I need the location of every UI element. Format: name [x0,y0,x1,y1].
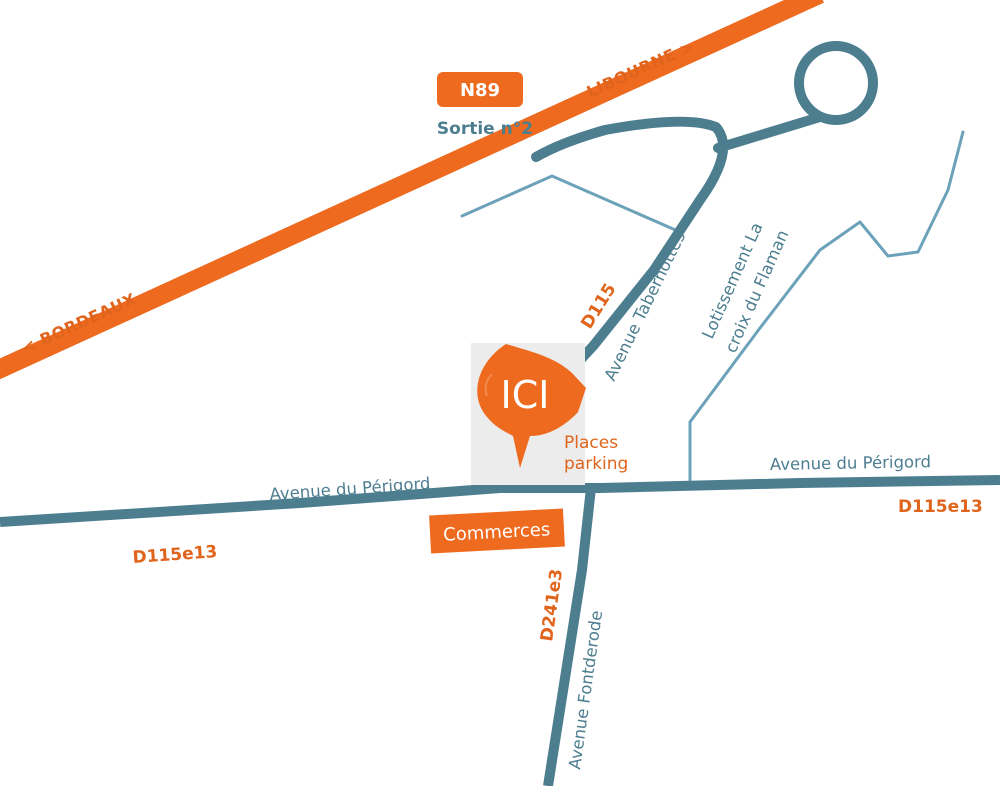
n89-badge [437,72,523,107]
parking-label-line2: parking [564,454,628,474]
road-label-d241e3: D241e3 [537,568,567,643]
location-pin-icon [477,344,586,468]
roundabout [794,41,878,125]
road-d241e3 [543,487,596,786]
road-label-avenue-tabernottes: Avenue Tabernottes [601,229,690,384]
road-d115 [513,116,729,493]
road-label-d115e13-left: D115e13 [132,542,218,568]
direction-libourne: LIBOURNE > [584,36,697,101]
road-roundabout-link [713,112,825,153]
n89-badge-label: N89 [460,80,500,101]
marker-label: ICI [501,373,550,417]
commerces-badge [429,508,565,554]
road-label-perigord-right: Avenue du Périgord [770,452,931,474]
road-label-d115e13-right: D115e13 [898,497,983,517]
road-avenue-perigord [0,475,1000,527]
street-lotissement [688,130,965,482]
highway-n89 [0,0,824,380]
parking-label-line1: Places [564,433,618,453]
street-north-branch [460,174,682,234]
exit-label: Sortie n°2 [437,119,533,139]
